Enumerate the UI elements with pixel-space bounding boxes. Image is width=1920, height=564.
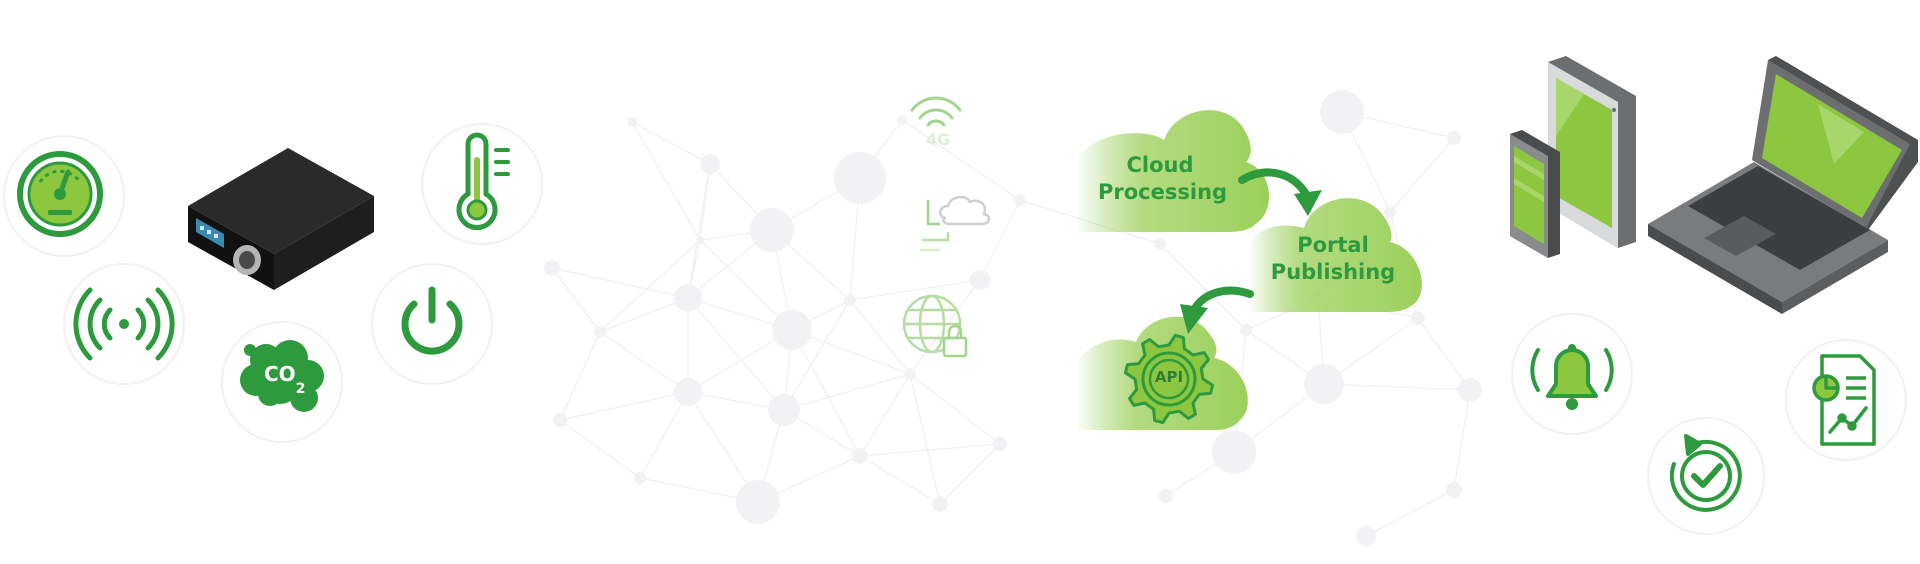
cellular-4g-label: 4G: [926, 130, 951, 149]
wifi-4g-icon: 4G: [904, 92, 968, 154]
cloud-processing-label: Cloud Processing: [1098, 152, 1228, 206]
tablet-device: [1548, 56, 1636, 248]
network-node: [768, 394, 800, 426]
co2-label-subscript: 2: [295, 381, 306, 397]
network-node: [932, 496, 948, 512]
network-node: [1411, 311, 1425, 325]
network-node: [700, 154, 720, 174]
network-node: [544, 260, 560, 276]
network-node: [1212, 430, 1256, 474]
network-node: [852, 448, 868, 464]
network-node: [736, 480, 780, 524]
thermometer-icon: [456, 132, 510, 231]
report-chart-icon: [1812, 354, 1876, 446]
wireless-sensor-badge: [63, 263, 185, 385]
api-label: API: [1154, 368, 1184, 386]
co2-cloud-icon: [221, 321, 343, 443]
alarm-badge: [1511, 313, 1633, 435]
cloud-processing-line1: Cloud: [1126, 153, 1194, 177]
co2-sensor-badge: CO2: [218, 318, 346, 446]
network-node: [1154, 238, 1166, 250]
network-node: [1014, 194, 1026, 206]
network-node: [1240, 324, 1252, 336]
gauge-icon: [17, 151, 103, 237]
power-icon: [401, 286, 463, 355]
network-node: [1446, 482, 1462, 498]
globe-lock-icon: [902, 294, 968, 358]
network-node: [553, 413, 567, 427]
portal-publishing-label: Portal Publishing: [1268, 232, 1398, 286]
network-node: [1320, 90, 1364, 134]
cloud-processing-shape: [1076, 110, 1270, 232]
network-node: [834, 152, 886, 204]
power-sensor-badge: [371, 263, 493, 385]
network-node: [1159, 489, 1173, 503]
arrow-processing-to-publishing: [1238, 168, 1322, 216]
cloud-processing-line2: Processing: [1098, 180, 1228, 204]
network-node: [594, 326, 606, 338]
laptop-device: [1648, 56, 1918, 314]
api-gear-icon: [1123, 333, 1215, 425]
network-node: [674, 284, 702, 312]
network-node: [1458, 378, 1482, 402]
network-node: [904, 368, 916, 380]
arrow-publishing-to-api: [1180, 286, 1254, 334]
network-node: [1356, 526, 1376, 546]
device-antenna-connector: [233, 245, 261, 275]
co2-label-main: CO: [264, 362, 296, 386]
device-port-panel: [196, 218, 224, 248]
portal-publishing-line2: Publishing: [1270, 260, 1396, 284]
tablet-and-phone: [1510, 56, 1636, 258]
network-node: [897, 115, 907, 125]
network-node: [627, 117, 637, 127]
network-node: [1447, 131, 1461, 145]
gauge-sensor-badge: [3, 135, 125, 257]
network-node: [844, 294, 856, 306]
phone-device: [1510, 130, 1560, 258]
network-node: [1384, 206, 1396, 218]
check-cycle-icon: [1669, 434, 1742, 512]
portal-publishing-shape: [1248, 198, 1422, 312]
portal-publishing-line1: Portal: [1297, 233, 1369, 257]
network-node: [674, 378, 702, 406]
cloud-link-icon: [920, 195, 991, 252]
network-node: [696, 236, 704, 244]
network-node: [750, 208, 794, 252]
network-node: [634, 472, 646, 484]
network-node: [772, 310, 812, 350]
network-node: [993, 437, 1007, 451]
thermometer-sensor-badge: [421, 123, 543, 245]
network-node: [970, 270, 990, 290]
co2-label: CO2: [264, 362, 305, 397]
gateway-device: [188, 148, 374, 290]
alarm-bell-icon: [1530, 344, 1614, 410]
check-badge: [1647, 417, 1765, 535]
wireless-signal-icon: [73, 287, 175, 361]
report-badge: [1785, 339, 1907, 461]
network-node: [1304, 364, 1344, 404]
